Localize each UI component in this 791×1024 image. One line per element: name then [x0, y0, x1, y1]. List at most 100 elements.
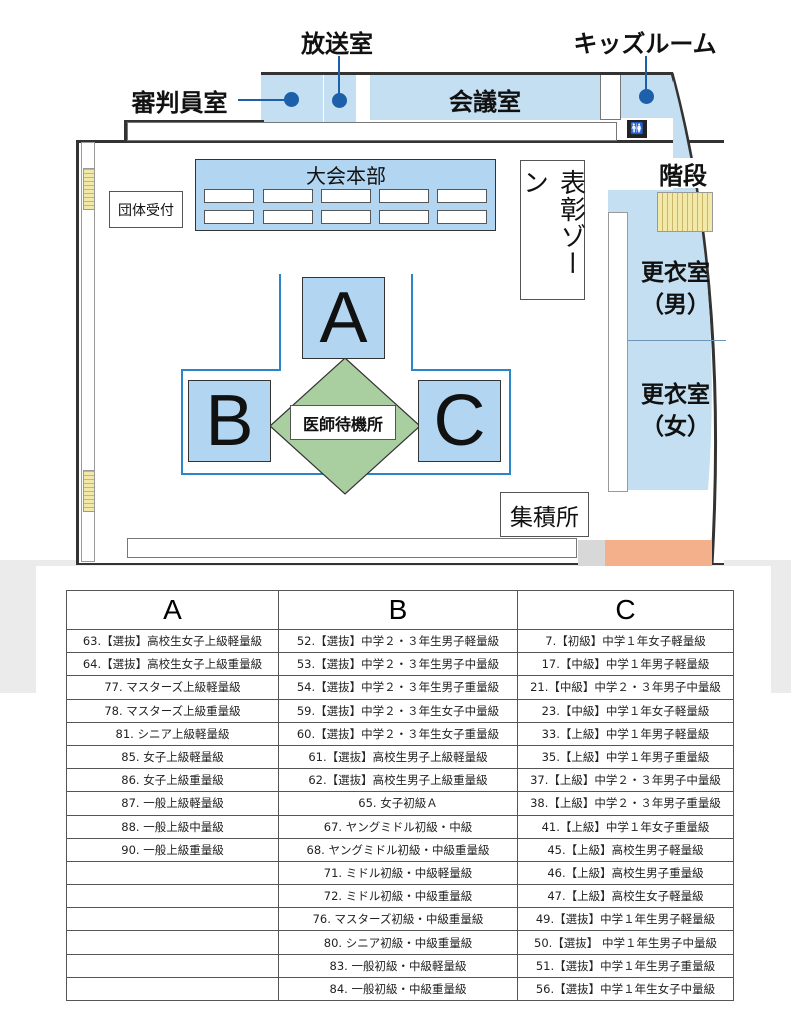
hq-desk-10 [437, 210, 487, 224]
label-locker-men: 更衣室 （男） [641, 260, 710, 318]
table-cell: 84. 一般初級・中級重量級 [278, 976, 518, 1002]
referee-pointer-line [238, 99, 288, 101]
doctor-waiting: 医師待機所 [290, 405, 396, 440]
table-cell: 41.【上級】中学１年女子重量級 [517, 814, 734, 839]
stairs-block [657, 192, 713, 232]
referee-dot [284, 92, 299, 107]
hq-desk-9 [379, 210, 429, 224]
table-cell: 54.【選抜】中学２・３年生男子重量級 [278, 675, 518, 700]
hq-desk-5 [437, 189, 487, 203]
table-cell: 56.【選抜】中学１年生女子中量級 [517, 976, 734, 1002]
table-cell: 51.【選抜】中学１年生男子重量級 [517, 953, 734, 978]
header-court-c: C [517, 590, 734, 630]
label-referee-room: 審判員室 [131, 88, 228, 117]
hq-desk-2 [263, 189, 313, 203]
door-upper-left [83, 168, 95, 210]
table-cell: 78. マスターズ上級重量級 [66, 698, 279, 723]
table-cell: 71. ミドル初級・中級軽量級 [278, 860, 518, 886]
table-cell: 7.【初級】中学１年女子軽量級 [517, 628, 734, 654]
table-cell: 49.【選抜】中学１年生男子軽量級 [517, 907, 734, 932]
table-cell [66, 860, 279, 886]
corridor-left [81, 142, 95, 562]
label-kids-room: キッズルーム [573, 29, 717, 58]
table-cell: 53.【選抜】中学２・３年生男子中量級 [278, 652, 518, 677]
hall-top-left-wall [124, 120, 264, 142]
table-cell: 67. ヤングミドル初級・中級 [278, 814, 518, 839]
floor-map: 🚻 放送室 審判員室 会議室 キッズルーム 階段 大会本部 団体受付 表彰ゾーン… [0, 29, 791, 693]
award-zone: 表彰ゾーン [519, 160, 586, 300]
table-cell: 59.【選抜】中学２・３年生女子中量級 [278, 698, 518, 723]
table-cell [66, 930, 279, 955]
table-cell: 77. マスターズ上級軽量級 [66, 675, 279, 700]
table-cell: 47.【上級】高校生女子軽量級 [517, 884, 734, 909]
corridor-bottom [127, 538, 577, 558]
table-cell: 62.【選抜】高校生男子上級重量級 [278, 768, 518, 793]
table-cell: 45.【上級】高校生男子軽量級 [517, 837, 734, 862]
table-cell: 37.【上級】中学２・３年男子中量級 [517, 768, 734, 793]
table-cell: 46.【上級】高校生男子重量級 [517, 860, 734, 886]
meeting-room-block[interactable] [370, 74, 600, 120]
table-cell [66, 976, 279, 1002]
kids-pointer-line [645, 56, 647, 92]
label-award-zone: 表彰ゾーン [518, 169, 586, 277]
hq-desk-6 [204, 210, 254, 224]
table-cell: 61.【選抜】高校生男子上級軽量級 [278, 744, 518, 770]
table-cell: 90. 一般上級重量級 [66, 837, 279, 862]
table-cell: 83. 一般初級・中級軽量級 [278, 953, 518, 978]
table-cell: 50.【選抜】 中学１年生男子中量級 [517, 930, 734, 955]
court-c[interactable]: C [418, 380, 501, 462]
reception: 団体受付 [109, 191, 183, 228]
hq-desk-7 [263, 210, 313, 224]
broadcast-dot [332, 93, 347, 108]
table-cell: 35.【上級】中学１年男子重量級 [517, 744, 734, 770]
table-cell: 33.【上級】中学１年男子軽量級 [517, 721, 734, 746]
hq-desk-3 [321, 189, 371, 203]
restroom-icon: 🚻 [627, 120, 647, 138]
table-cell: 72. ミドル初級・中級重量級 [278, 884, 518, 909]
schedule-header-row: A B C [66, 590, 734, 630]
hall-top-wall [261, 72, 673, 75]
table-cell [66, 907, 279, 932]
table-cell: 81. シニア上級軽量級 [66, 721, 279, 746]
table-cell: 87. 一般上級軽量級 [66, 791, 279, 816]
court-b[interactable]: B [188, 380, 271, 462]
hq-desk-4 [379, 189, 429, 203]
door-lower-left [83, 470, 95, 512]
table-cell: 76. マスターズ初級・中級重量級 [278, 907, 518, 932]
label-locker-women: 更衣室 （女） [641, 382, 710, 440]
broadcast-pointer-line [338, 56, 340, 98]
table-cell [66, 884, 279, 909]
table-cell: 21.【中級】中学２・３年男子中量級 [517, 675, 734, 700]
hq-desk-8 [321, 210, 371, 224]
table-cell: 80. シニア初級・中級重量級 [278, 930, 518, 955]
label-meeting-room: 会議室 [449, 87, 521, 116]
table-cell: 68. ヤングミドル初級・中級重量級 [278, 837, 518, 862]
table-cell: 88. 一般上級中量級 [66, 814, 279, 839]
label-stairs: 階段 [648, 158, 718, 190]
hq-desk-1 [204, 189, 254, 203]
table-cell: 63.【選抜】高校生女子上級軽量級 [66, 628, 279, 654]
bottom-right-area [605, 540, 712, 566]
collection-point: 集積所 [500, 492, 589, 537]
table-cell: 64.【選抜】高校生女子上級重量級 [66, 652, 279, 677]
table-cell [66, 953, 279, 978]
label-broadcast-room: 放送室 [301, 29, 373, 58]
table-cell: 60.【選抜】中学２・３年生女子重量級 [278, 721, 518, 746]
court-a[interactable]: A [302, 277, 385, 359]
corridor-right [608, 212, 628, 492]
